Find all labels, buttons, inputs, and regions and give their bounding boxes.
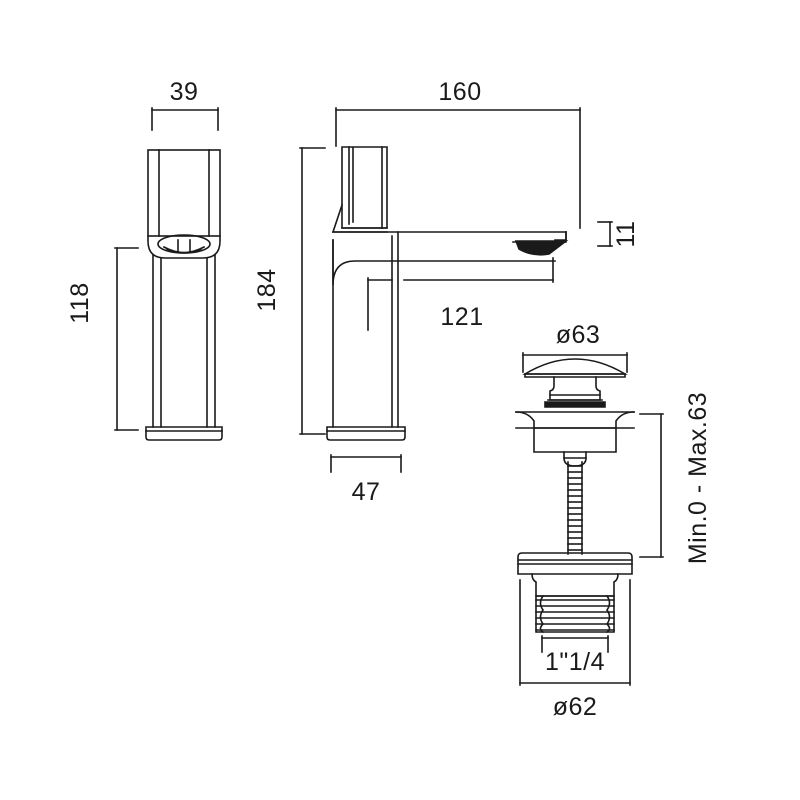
- dimension-label-39: 39: [170, 78, 199, 106]
- dimension-47: [330, 454, 402, 473]
- dimension-label-47: 47: [352, 478, 381, 506]
- dimension-label-d62: ø62: [553, 693, 598, 721]
- dimension-label-118: 118: [66, 282, 94, 323]
- dimension-d63: [522, 352, 628, 373]
- dimension-label-min-max: Min.0 - Max.63: [684, 392, 712, 564]
- dimension-39: [151, 107, 219, 131]
- waste-assembly-geometry: [515, 358, 635, 634]
- dimension-label-11: 11: [612, 221, 640, 248]
- dimension-label-184: 184: [253, 268, 281, 311]
- dimension-160: [335, 107, 581, 229]
- dimension-thread: [541, 635, 609, 653]
- dimension-label-thread: 1"1/4: [545, 648, 605, 676]
- dimension-118: [114, 247, 139, 431]
- dimension-label-d63: ø63: [556, 321, 601, 349]
- dimension-121: [367, 257, 554, 331]
- dimension-184: [299, 147, 326, 435]
- dimension-d62: [519, 579, 631, 686]
- front-view-geometry: [145, 149, 223, 441]
- dimension-min-max: [639, 413, 664, 558]
- dimension-label-160: 160: [438, 78, 481, 106]
- dimension-label-121: 121: [440, 303, 483, 331]
- dimension-11: [597, 221, 613, 247]
- side-view-geometry: [326, 146, 569, 441]
